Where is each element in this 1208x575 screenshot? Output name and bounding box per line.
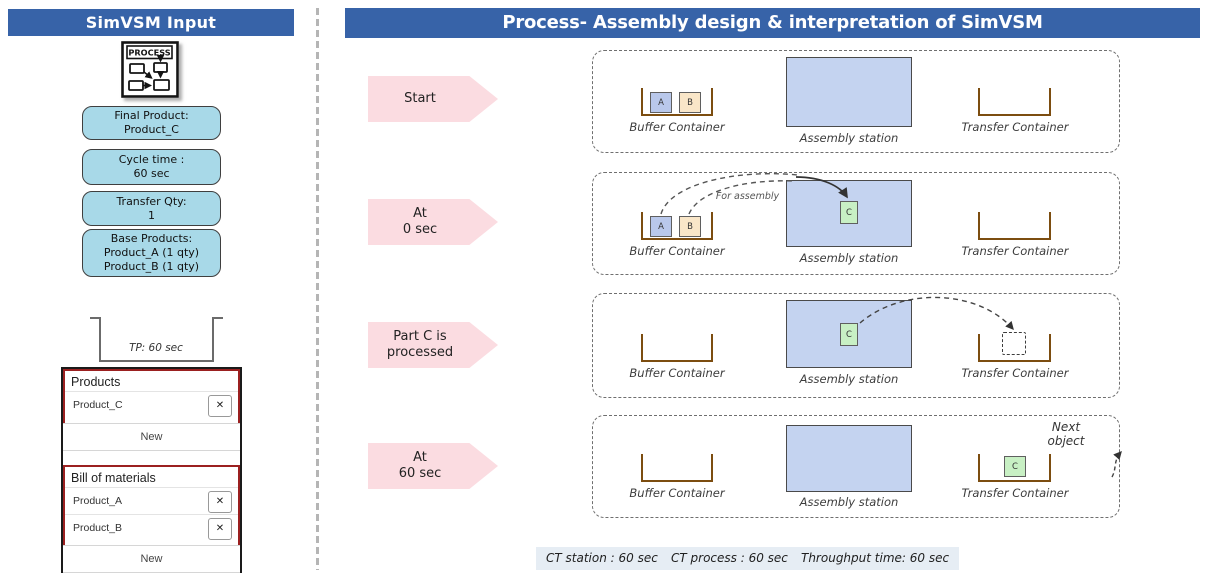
part-a: A xyxy=(650,216,672,237)
transfer-container-label: Transfer Container xyxy=(961,244,1069,258)
products-panel: Products Product_C ✕ New Bill of materia… xyxy=(61,367,242,573)
new-product-button[interactable]: New xyxy=(63,423,240,451)
bom-row[interactable]: Product_B ✕ xyxy=(65,514,238,541)
buffer-container-shape xyxy=(641,212,713,240)
new-bom-item-button[interactable]: New xyxy=(63,545,240,573)
tp-bracket xyxy=(90,317,223,362)
info-box-base-products-text: Base Products: Product_A (1 qty) Product… xyxy=(103,232,200,273)
buffer-container-label: Buffer Container xyxy=(629,366,725,380)
transfer-container-label: Transfer Container xyxy=(961,366,1069,380)
close-icon: ✕ xyxy=(215,523,225,534)
step-label: Start xyxy=(404,90,436,106)
buffer-container-label: Buffer Container xyxy=(629,120,725,134)
step-arrow-start: Start xyxy=(368,76,498,122)
remove-bom-item-button[interactable]: ✕ xyxy=(208,491,232,513)
remove-product-button[interactable]: ✕ xyxy=(208,395,232,417)
transfer-container-shape xyxy=(978,88,1051,116)
panel-divider xyxy=(316,8,319,570)
info-box-cycle-time-text: Cycle time : 60 sec xyxy=(118,153,185,180)
part-c: C xyxy=(840,323,858,346)
products-section-title: Products xyxy=(71,375,121,389)
assembly-station-label: Assembly station xyxy=(799,131,899,145)
info-box-final-product-text: Final Product: Product_C xyxy=(114,109,189,136)
part-a: A xyxy=(650,92,672,113)
process-icon-svg: PROCESS xyxy=(121,41,179,98)
bom-item-name: Product_B xyxy=(73,522,123,534)
step-arrow-at-60-sec: At 60 sec xyxy=(368,443,498,489)
left-panel-title: SimVSM Input xyxy=(8,9,294,36)
step-arrow-at-0-sec: At 0 sec xyxy=(368,199,498,245)
part-c: C xyxy=(1004,456,1026,477)
bom-row[interactable]: Product_A ✕ xyxy=(65,487,238,514)
process-icon: PROCESS xyxy=(121,41,179,98)
assembly-station-label: Assembly station xyxy=(799,372,899,386)
buffer-container-shape xyxy=(641,454,713,482)
step-label: At 0 sec xyxy=(402,205,438,237)
part-c: C xyxy=(840,201,858,224)
transfer-container-shape xyxy=(978,454,1051,482)
metric-ct-process: CT process : 60 sec xyxy=(661,547,798,570)
close-icon: ✕ xyxy=(215,496,225,507)
assembly-station xyxy=(786,425,912,492)
step-label: Part C is processed xyxy=(386,328,454,360)
throughput-time-label: TP: 60 sec xyxy=(129,342,183,354)
assembly-station-label: Assembly station xyxy=(799,251,899,265)
ghost-part-placeholder xyxy=(1002,332,1026,355)
close-icon: ✕ xyxy=(215,400,225,411)
buffer-container-label: Buffer Container xyxy=(629,486,725,500)
product-row[interactable]: Product_C ✕ xyxy=(65,391,238,418)
process-icon-label: PROCESS xyxy=(128,48,170,58)
next-object-annotation: Next object xyxy=(1047,420,1085,448)
transfer-container-label: Transfer Container xyxy=(961,120,1069,134)
transfer-container-shape xyxy=(978,334,1051,362)
info-box-transfer-qty: Transfer Qty: 1 xyxy=(82,191,221,226)
part-b: B xyxy=(679,92,701,113)
buffer-container-shape xyxy=(641,334,713,362)
metric-throughput-time: Throughput time: 60 sec xyxy=(791,547,960,570)
transfer-container-shape xyxy=(978,212,1051,240)
remove-bom-item-button[interactable]: ✕ xyxy=(208,518,232,540)
transfer-container-label: Transfer Container xyxy=(961,486,1069,500)
bom-section: Bill of materials Product_A ✕ Product_B … xyxy=(63,465,240,549)
buffer-container-label: Buffer Container xyxy=(629,244,725,258)
product-name: Product_C xyxy=(73,399,123,411)
metric-ct-station: CT station : 60 sec xyxy=(536,547,668,570)
right-panel-title: Process- Assembly design & interpretatio… xyxy=(345,8,1200,38)
for-assembly-annotation: For assembly xyxy=(715,191,780,202)
step-arrow-part-c-processed: Part C is processed xyxy=(368,322,498,368)
assembly-station-label: Assembly station xyxy=(799,495,899,509)
products-section: Products Product_C ✕ xyxy=(63,369,240,427)
bom-item-name: Product_A xyxy=(73,495,123,507)
info-box-final-product: Final Product: Product_C xyxy=(82,106,221,140)
info-box-base-products: Base Products: Product_A (1 qty) Product… xyxy=(82,229,221,277)
bom-section-title: Bill of materials xyxy=(71,471,156,485)
buffer-container-shape xyxy=(641,88,713,116)
part-b: B xyxy=(679,216,701,237)
info-box-cycle-time: Cycle time : 60 sec xyxy=(82,149,221,185)
step-label: At 60 sec xyxy=(398,449,442,481)
info-box-transfer-qty-text: Transfer Qty: 1 xyxy=(116,194,187,222)
assembly-station xyxy=(786,57,912,127)
